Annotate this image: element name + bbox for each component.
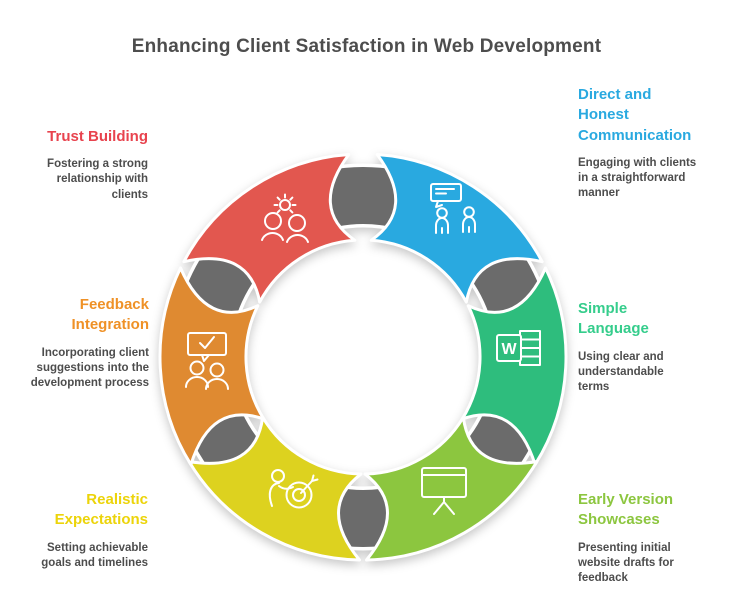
- direct-honest-communication-description: Engaging with clients in a straightforwa…: [578, 156, 697, 200]
- simple-language-description: Using clear and understandable terms: [578, 350, 664, 393]
- word-document-icon: W: [496, 330, 541, 366]
- label-trust-building: Trust Building Fostering a strong relati…: [18, 127, 148, 203]
- simple-language-heading: Simple Language: [578, 300, 649, 338]
- trust-building-heading: Trust Building: [47, 128, 148, 145]
- trust-building-description: Fostering a strong relationship with cli…: [47, 158, 148, 201]
- feedback-integration-description: Incorporating client suggestions into th…: [30, 346, 149, 389]
- feedback-integration-heading: Feedback Integration: [71, 296, 150, 334]
- direct-honest-communication-heading: Direct and Honest Communication: [578, 86, 692, 144]
- label-direct-honest-communication: Direct and Honest Communication Engaging…: [578, 85, 700, 201]
- early-version-showcases-description: Presenting initial website drafts for fe…: [578, 541, 674, 584]
- label-early-version-showcases: Early Version Showcases Presenting initi…: [578, 490, 703, 586]
- segment-direct-honest-communication: [369, 153, 544, 304]
- feedback-check-icon: [185, 332, 229, 390]
- segment-simple-language: [460, 266, 568, 467]
- page-title: Enhancing Client Satisfaction in Web Dev…: [131, 36, 602, 57]
- realistic-expectations-description: Setting achievable goals and timelines: [41, 541, 148, 569]
- segment-early-version-showcases: [363, 415, 539, 562]
- segment-realistic-expectations: [187, 415, 363, 562]
- label-simple-language: Simple Language Using clear and understa…: [578, 299, 683, 395]
- realistic-expectations-heading: Realistic Expectations: [54, 491, 148, 529]
- conversation-icon: [430, 183, 476, 234]
- goal-target-icon: [268, 469, 319, 509]
- presentation-board-icon: [421, 467, 467, 515]
- word-letter: W: [501, 341, 517, 358]
- team-gear-icon: [261, 193, 309, 243]
- early-version-showcases-heading: Early Version Showcases: [578, 491, 674, 529]
- label-realistic-expectations: Realistic Expectations Setting achievabl…: [28, 490, 148, 571]
- label-feedback-integration: Feedback Integration Incorporating clien…: [18, 295, 149, 391]
